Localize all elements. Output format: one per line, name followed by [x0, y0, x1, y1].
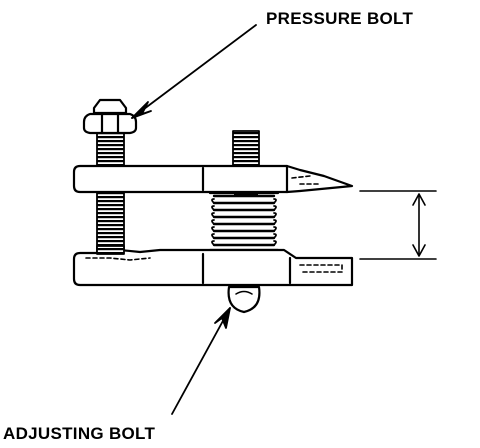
lower-jaw [72, 248, 354, 287]
adjusting-bolt-label: ADJUSTING BOLT [3, 424, 156, 443]
pressure-bolt-tip [96, 245, 125, 255]
upper-pin-bolt [232, 130, 260, 166]
pressure-bolt-nut [82, 98, 138, 135]
upper-jaw [72, 164, 354, 196]
adjusting-bolt-leader [171, 307, 231, 415]
adjusting-bolt-head [227, 285, 261, 314]
pressure-bolt-label: PRESSURE BOLT [266, 9, 414, 28]
gap-dimension [359, 190, 437, 260]
pressure-bolt-leader [131, 24, 257, 119]
compression-spring [208, 191, 280, 252]
